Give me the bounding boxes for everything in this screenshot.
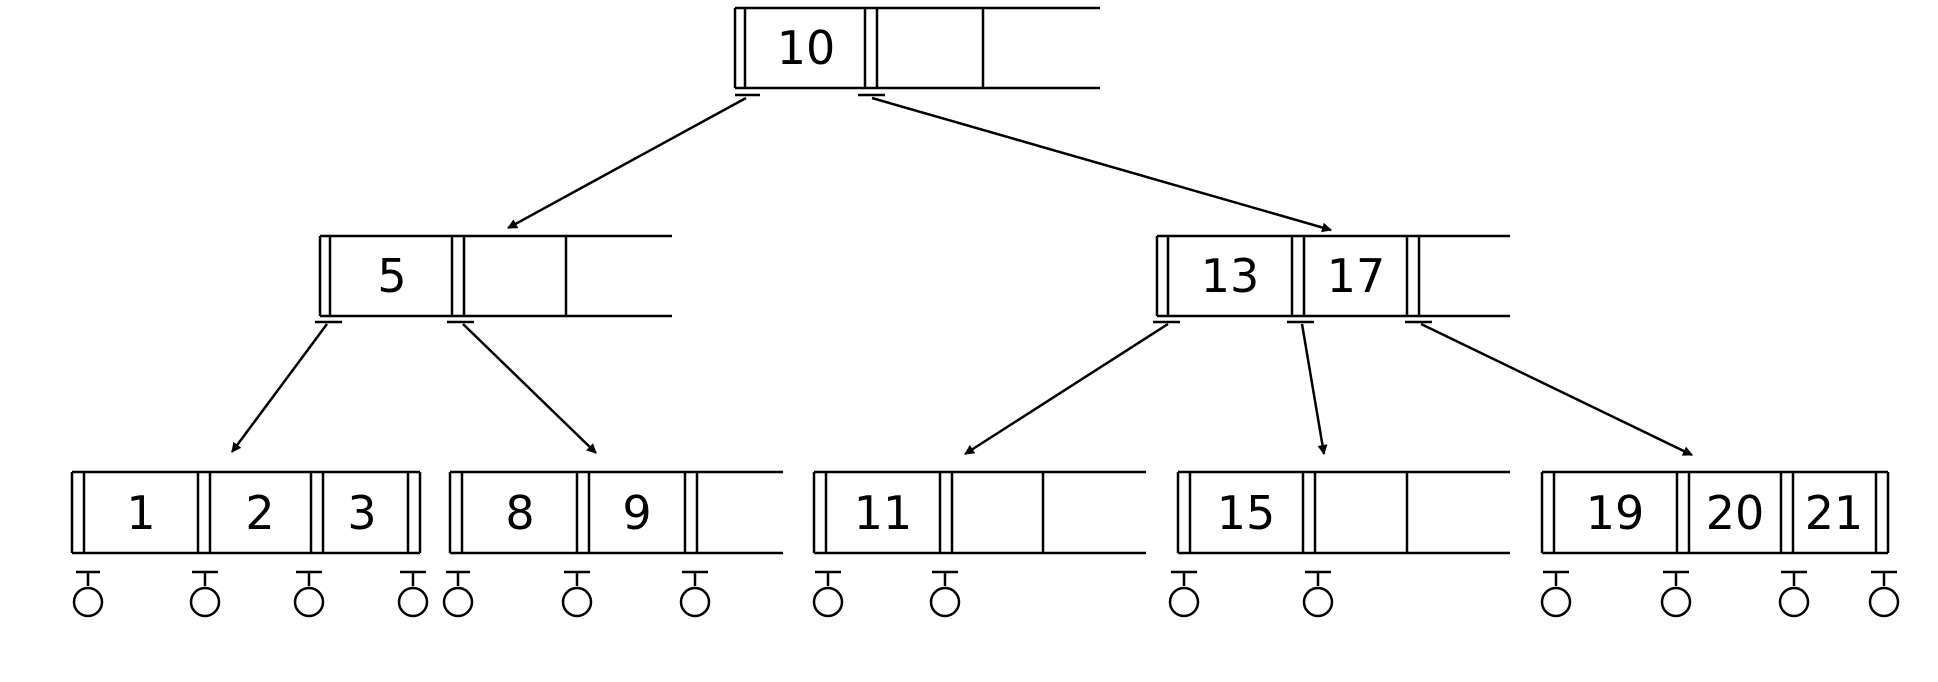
- edge-13-to-leaf-11: [964, 322, 1169, 456]
- null-pointer-icon: [1660, 570, 1692, 618]
- leaf-node-8-9: [448, 470, 783, 555]
- null-pointer-icon: [189, 570, 221, 618]
- null-pointer-icon: [812, 570, 844, 618]
- null-pointer-icon: [1302, 570, 1334, 618]
- internal-node-5: [315, 234, 672, 324]
- key-cell: 19: [1586, 486, 1645, 540]
- tree-edges: [230, 96, 1693, 457]
- null-pointer-icon: [442, 570, 474, 618]
- null-pointer-icon: [561, 570, 593, 618]
- edge-17-to-leaf-19: [1420, 322, 1693, 457]
- key-cell: 21: [1805, 486, 1864, 540]
- leaf-node-1-2-3: [70, 470, 422, 555]
- null-pointers: [72, 570, 1900, 618]
- null-pointer-icon: [1540, 570, 1572, 618]
- leaf-node-19-20-21: [1540, 470, 1890, 555]
- internal-node-13-17: [1153, 234, 1510, 324]
- null-pointer-icon: [72, 570, 104, 618]
- key-cell: 17: [1327, 249, 1386, 303]
- edge-10-to-5: [507, 96, 747, 230]
- key-cell: 20: [1706, 486, 1765, 540]
- null-pointer-icon: [1168, 570, 1200, 618]
- key-cell: 8: [505, 486, 534, 540]
- null-pointer-icon: [1778, 570, 1810, 618]
- leaf-node-11: [812, 470, 1146, 555]
- edge-13-to-leaf-15: [1300, 323, 1328, 455]
- key-cell: 15: [1217, 486, 1276, 540]
- key-cell: 13: [1201, 249, 1260, 303]
- key-cell: 5: [377, 249, 406, 303]
- edge-5-to-leaf-1: [230, 323, 329, 453]
- edge-5-to-leaf-8: [462, 323, 597, 454]
- key-cell: 9: [622, 486, 651, 540]
- null-pointer-icon: [679, 570, 711, 618]
- null-pointer-icon: [397, 570, 429, 618]
- key-cell: 11: [854, 486, 913, 540]
- root-node: [733, 6, 1100, 97]
- key-cell: 3: [347, 486, 376, 540]
- leaf-node-15: [1176, 470, 1510, 555]
- edge-10-to-13-17: [871, 96, 1332, 233]
- null-pointer-icon: [1868, 570, 1900, 618]
- key-cell: 2: [245, 486, 274, 540]
- null-pointer-icon: [929, 570, 961, 618]
- key-cell: 1: [126, 486, 155, 540]
- key-cell: 10: [777, 21, 836, 75]
- null-pointer-icon: [293, 570, 325, 618]
